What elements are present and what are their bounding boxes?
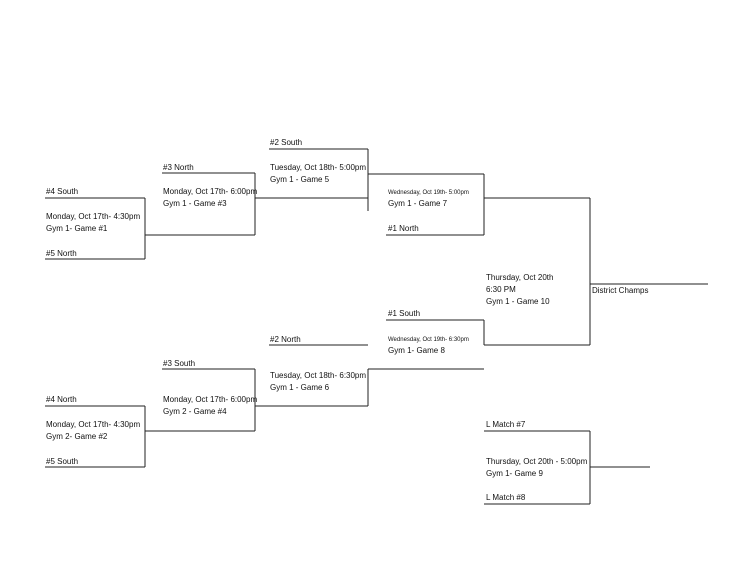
bottom-r3-date: Tuesday, Oct 18th- 6:30pm xyxy=(270,371,367,380)
bottom-r3-game: Gym 1 - Game 6 xyxy=(270,383,330,392)
top-r3-game: Gym 1 - Game 5 xyxy=(270,175,330,184)
top-r1-game: Gym 1- Game #1 xyxy=(46,224,108,233)
consolation-team-a: L Match #7 xyxy=(486,420,526,429)
bottom-r1-date: Monday, Oct 17th- 4:30pm xyxy=(46,420,141,429)
top-semi-team-b: #1 North xyxy=(388,224,419,233)
bottom-semi-game: Gym 1- Game 8 xyxy=(388,346,445,355)
top-r2-team-a: #3 North xyxy=(163,163,194,172)
bottom-r2-date: Monday, Oct 17th- 6:00pm xyxy=(163,395,258,404)
final-date: Thursday, Oct 20th xyxy=(486,273,554,282)
bottom-semi-team-a: #1 South xyxy=(388,309,421,318)
top-r2-game: Gym 1 - Game #3 xyxy=(163,199,227,208)
top-r2-date: Monday, Oct 17th- 6:00pm xyxy=(163,187,258,196)
top-semi-date: Wednesday, Oct 19th- 5:00pm xyxy=(388,190,469,196)
top-semi-game: Gym 1 - Game 7 xyxy=(388,199,448,208)
top-r3-team-a: #2 South xyxy=(270,138,303,147)
top-r1-team-b: #5 North xyxy=(46,249,77,258)
bottom-r1-team-a: #4 North xyxy=(46,395,77,404)
top-r1-date: Monday, Oct 17th- 4:30pm xyxy=(46,212,141,221)
consolation-team-b: L Match #8 xyxy=(486,493,526,502)
consolation-game: Gym 1- Game 9 xyxy=(486,469,543,478)
bottom-r1-game: Gym 2- Game #2 xyxy=(46,432,108,441)
final-game: Gym 1 - Game 10 xyxy=(486,297,550,306)
bottom-r1-team-b: #5 South xyxy=(46,457,79,466)
top-r1-team-a: #4 South xyxy=(46,187,79,196)
bottom-r3-team-a: #2 North xyxy=(270,335,301,344)
bottom-semi-date: Wednesday, Oct 19th- 6:30pm xyxy=(388,337,469,343)
final-time: 6:30 PM xyxy=(486,285,516,294)
top-r3-date: Tuesday, Oct 18th- 5:00pm xyxy=(270,163,367,172)
district-champs-label: District Champs xyxy=(592,286,649,295)
consolation-date: Thursday, Oct 20th - 5:00pm xyxy=(486,457,588,466)
bottom-r2-team-a: #3 South xyxy=(163,359,196,368)
bottom-r2-game: Gym 2 - Game #4 xyxy=(163,407,227,416)
